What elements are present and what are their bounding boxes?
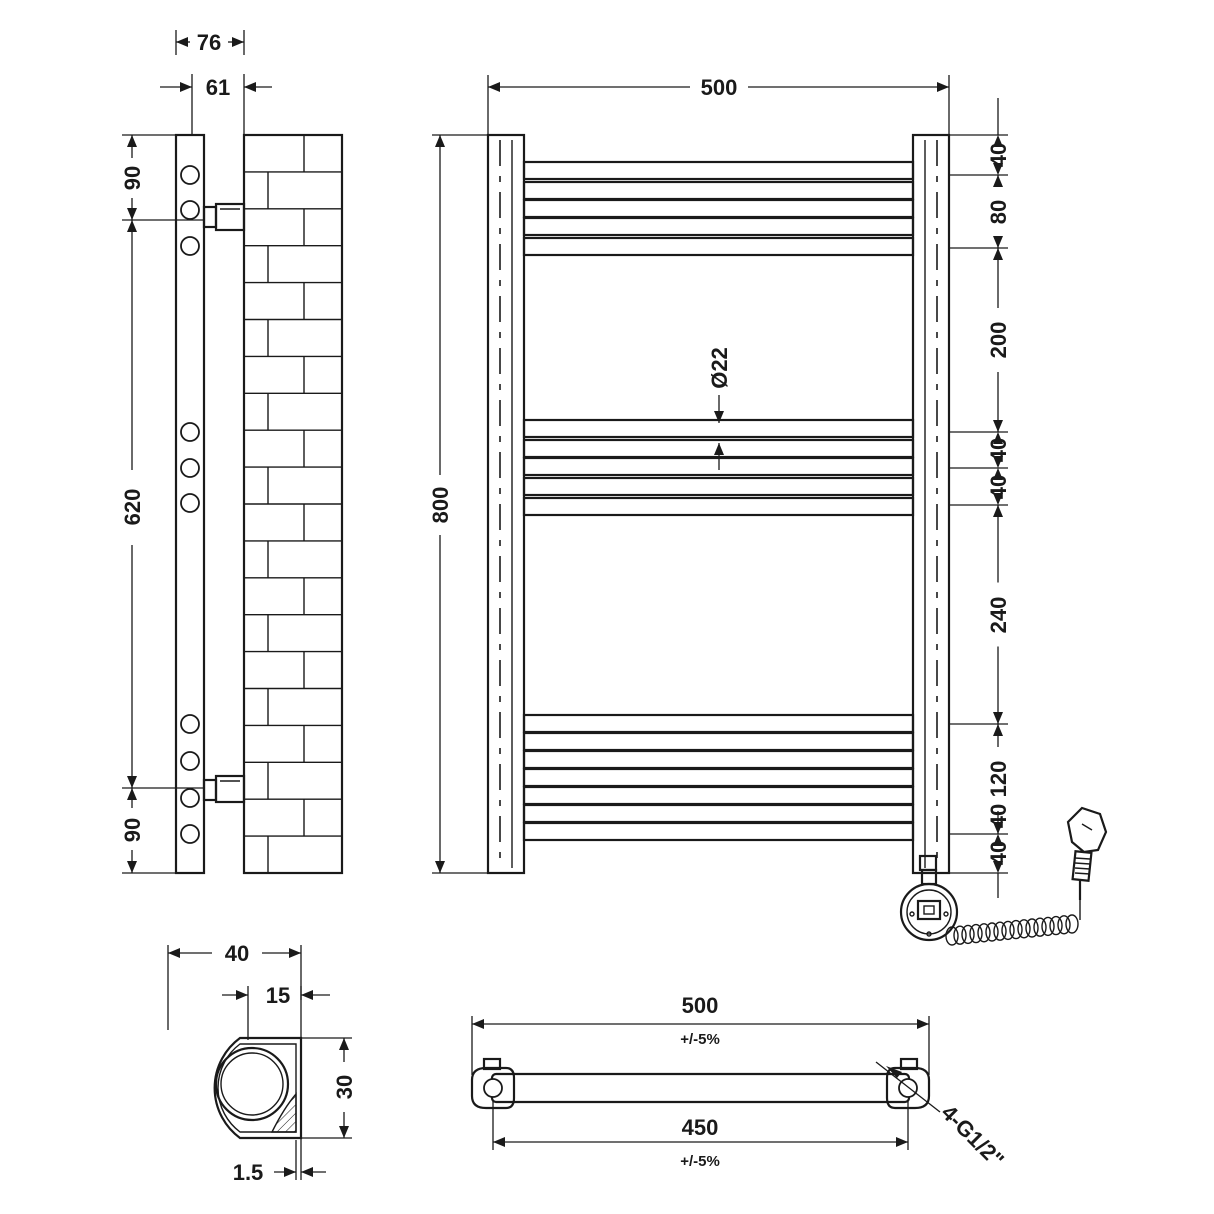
front-right-dim-label: 40 — [986, 841, 1011, 865]
dim-front-height: 800 — [428, 134, 488, 874]
coiled-cable — [945, 900, 1081, 946]
towel-bar — [522, 821, 915, 842]
towel-bars — [522, 160, 915, 842]
side-view: 76 61 — [120, 30, 344, 875]
bottom-overall-tolerance-label: +/-5% — [680, 1031, 720, 1048]
bottom-view: 500 +/-5% 4-G1/2" 450 +/-5% — [470, 993, 1009, 1173]
towel-bar — [522, 785, 915, 806]
right-upright — [911, 133, 951, 875]
side-rail — [174, 133, 206, 875]
front-right-dim-label: 40 — [986, 143, 1011, 167]
power-plug-icon — [1066, 806, 1108, 900]
bottom-centres-tolerance-label: +/-5% — [680, 1153, 720, 1170]
bottom-overall-width-label: 500 — [682, 993, 719, 1018]
dim-bottom-500: 500 +/-5% — [471, 993, 930, 1075]
brick-wall — [242, 133, 344, 875]
section-pipe-label: 15 — [266, 983, 290, 1008]
rail-holes — [180, 165, 200, 844]
dim-side-61: 61 — [160, 74, 272, 135]
side-dim-bottom-label: 90 — [120, 818, 145, 842]
front-right-dim-label: 40 — [986, 475, 1011, 499]
dim-front-width: 500 — [487, 75, 950, 135]
wall-bracket-bottom — [202, 774, 246, 804]
section-profile — [213, 1036, 303, 1140]
bottom-rail — [470, 1057, 931, 1110]
towel-bar — [522, 180, 915, 201]
connection-size-label: 4-G1/2" — [936, 1100, 1009, 1173]
towel-bar — [522, 198, 915, 219]
dim-section-15: 15 — [222, 983, 330, 1040]
towel-bar — [522, 496, 915, 517]
tube-diameter-callout: Ø22 — [707, 347, 732, 470]
section-width-label: 40 — [225, 941, 249, 966]
dim-section-1-5: 1.5 — [233, 1140, 326, 1185]
front-view: 500 800 — [428, 75, 1108, 946]
towel-bar — [522, 160, 915, 181]
dim-side-76: 76 — [175, 30, 245, 55]
wall-bracket-top — [202, 202, 246, 232]
front-right-dim-label: 80 — [986, 200, 1011, 224]
dim-side-vertical: 90 620 90 — [120, 134, 204, 874]
front-right-dim-label: 40 — [986, 804, 1011, 828]
bottom-centres-label: 450 — [682, 1115, 719, 1140]
section-hatch — [270, 1092, 297, 1133]
section-pipe — [214, 1046, 290, 1122]
towel-bar — [522, 476, 915, 497]
front-height-label: 800 — [428, 487, 453, 524]
side-dim-top-label: 90 — [120, 166, 145, 190]
towel-bar — [522, 749, 915, 770]
heating-element — [899, 854, 959, 942]
dim-section-30: 30 — [301, 1037, 357, 1139]
towel-bar — [522, 731, 915, 752]
side-dim-middle-label: 620 — [120, 489, 145, 526]
towel-bar — [522, 216, 915, 237]
section-wall-label: 1.5 — [233, 1160, 264, 1185]
towel-bar — [522, 236, 915, 257]
towel-bar — [522, 803, 915, 824]
front-right-dim-label: 240 — [986, 597, 1011, 634]
front-width-label: 500 — [701, 75, 738, 100]
dim-bottom-450: 450 +/-5% — [492, 1100, 909, 1170]
towel-bar — [522, 713, 915, 734]
front-right-dim-label: 120 — [986, 761, 1011, 798]
tube-diameter-label: Ø22 — [707, 347, 732, 389]
front-right-dim-label: 40 — [986, 438, 1011, 462]
dim-section-40: 40 — [167, 941, 302, 1180]
section-view: 40 15 30 — [167, 941, 357, 1185]
dim-front-right: 40 80 200 40 40 240 120 40 40 — [949, 98, 1011, 898]
towel-bar — [522, 767, 915, 788]
side-depth-total-label: 76 — [197, 30, 221, 55]
side-depth-inner-label: 61 — [206, 75, 230, 100]
section-height-label: 30 — [332, 1075, 357, 1099]
connection-callout: 4-G1/2" — [875, 1061, 1009, 1173]
left-upright — [486, 133, 526, 875]
front-right-dim-label: 200 — [986, 322, 1011, 359]
